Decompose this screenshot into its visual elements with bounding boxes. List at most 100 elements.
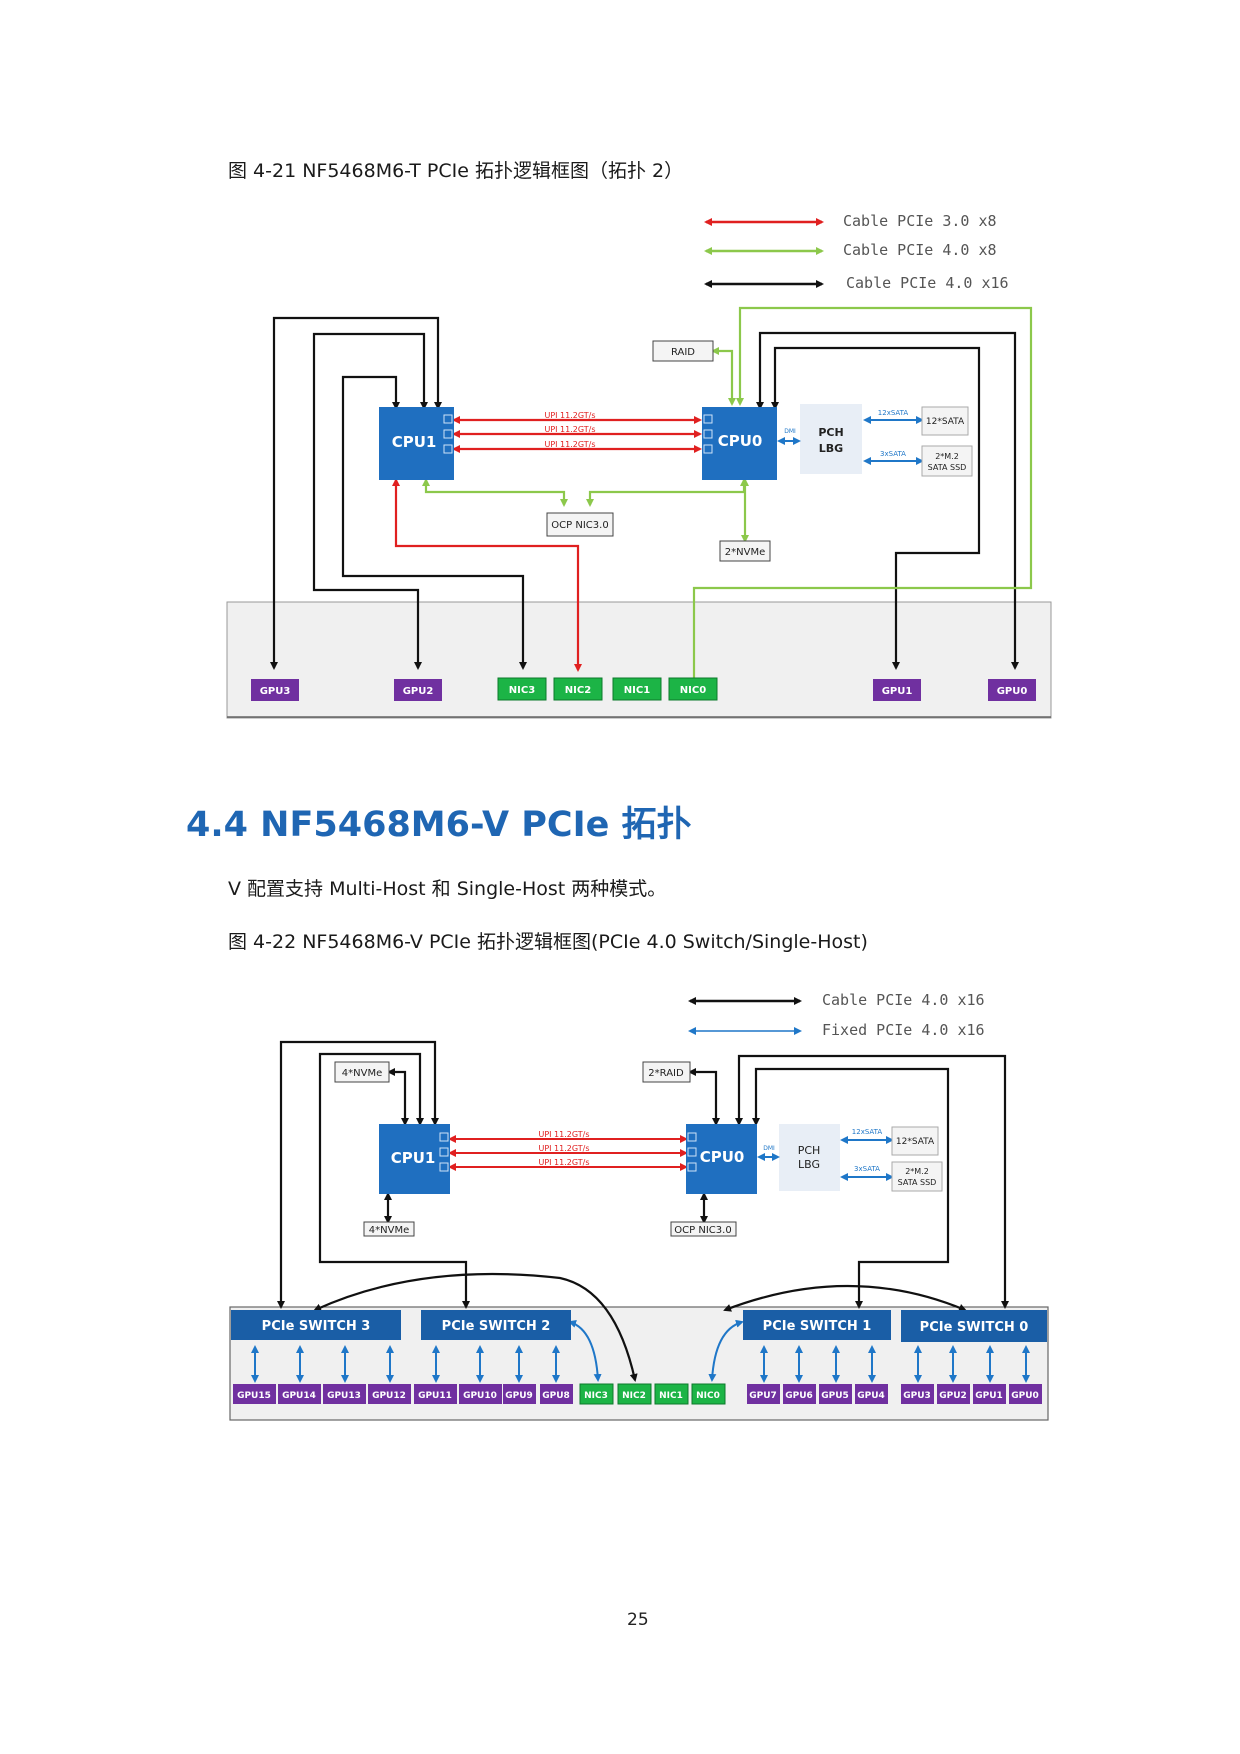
gpu-label: GPU5 (821, 1391, 849, 1401)
gpu-label: GPU13 (327, 1391, 361, 1401)
nic-label: NIC3 (584, 1391, 608, 1401)
upi-links (448, 1135, 688, 1171)
ocp-label: OCP NIC3.0 (674, 1225, 731, 1236)
cpu1-block: CPU1 (379, 1124, 450, 1194)
pch-label: PCH (798, 1144, 821, 1157)
gpu-label: GPU8 (542, 1391, 570, 1401)
legend-label: Cable PCIe 4.0 x8 (843, 241, 997, 259)
nic-label: NIC2 (565, 685, 591, 696)
upi-label: UPI 11.2GT/s (544, 440, 595, 449)
pch-box (779, 1124, 840, 1191)
legend-label: Cable PCIe 4.0 x16 (822, 991, 985, 1009)
gpu-label: GPU2 (403, 686, 434, 697)
sata-link-label: 12xSATA (878, 409, 909, 417)
cpu0-block: CPU0 (686, 1124, 757, 1194)
m2-box (921, 445, 973, 477)
raid-box (652, 340, 714, 362)
sata12-label: 12*SATA (926, 417, 965, 427)
gpu-label: GPU11 (418, 1391, 452, 1401)
figure-2-gpus-right: GPU7 GPU6 GPU5 GPU4 GPU3 GPU2 GPU1 GPU0 (747, 1384, 1042, 1404)
gpu-label: GPU2 (939, 1391, 967, 1401)
pcie-switches: PCIe SWITCH 3 PCIe SWITCH 2 PCIe SWITCH … (231, 1310, 1047, 1342)
ocp-box (546, 512, 614, 537)
cpu1-label: CPU1 (391, 1149, 436, 1167)
gpu-label: GPU3 (903, 1391, 931, 1401)
sata-link-label: 3xSATA (854, 1165, 880, 1173)
gpu-label: GPU0 (997, 686, 1028, 697)
dmi-label: DMI (784, 428, 796, 435)
switch-label: PCIe SWITCH 1 (763, 1319, 872, 1334)
gpu-label: GPU6 (785, 1391, 813, 1401)
gpu-label: GPU4 (857, 1391, 885, 1401)
pch-label: PCH (818, 426, 843, 439)
page-number: 25 (627, 1610, 649, 1630)
gpu-label: GPU9 (505, 1391, 533, 1401)
m2-label: SATA SSD (928, 463, 967, 472)
blue-links (568, 1319, 744, 1382)
upi-label: UPI 11.2GT/s (544, 425, 595, 434)
gpu-label: GPU10 (463, 1391, 497, 1401)
figure-2-legend: Cable PCIe 4.0 x16 Fixed PCIe 4.0 x16 (688, 991, 985, 1039)
cpu0-block: CPU0 (702, 407, 777, 480)
figure-2-gpus-left: GPU15 GPU14 GPU13 GPU12 GPU11 GPU10 GPU9… (233, 1384, 573, 1404)
switch-label: PCIe SWITCH 0 (920, 1320, 1029, 1335)
gpu-label: GPU7 (749, 1391, 777, 1401)
sata12-box (921, 406, 969, 436)
switch-label: PCIe SWITCH 3 (262, 1319, 371, 1334)
cpu1-block: CPU1 (379, 407, 454, 480)
figure-2-nics: NIC3 NIC2 NIC1 NIC0 (579, 1383, 726, 1405)
black-cables (277, 1040, 1009, 1382)
cpu1-label: CPU1 (392, 433, 437, 451)
switch-gpu-links (251, 1345, 1030, 1383)
cpu0-label: CPU0 (718, 432, 763, 450)
nic-label: NIC1 (624, 685, 650, 696)
legend-label: Fixed PCIe 4.0 x16 (822, 1021, 985, 1039)
nic-label: NIC2 (622, 1391, 646, 1401)
gpu-label: GPU1 (975, 1391, 1003, 1401)
pch-label: LBG (798, 1158, 820, 1171)
sata-link-label: 3xSATA (880, 450, 906, 458)
nvme-box (719, 540, 771, 562)
raid-label: 2*RAID (648, 1068, 684, 1079)
upi-label: UPI 11.2GT/s (538, 1158, 589, 1167)
figure-1-legend: Cable PCIe 3.0 x8 Cable PCIe 4.0 x8 Cabl… (704, 212, 1009, 292)
cpu0-label: CPU0 (700, 1148, 745, 1166)
sata12-label: 12*SATA (896, 1137, 935, 1147)
nvme-top-box (334, 1061, 390, 1083)
nvme-label: 4*NVMe (342, 1068, 382, 1079)
upi-label: UPI 11.2GT/s (538, 1144, 589, 1153)
ocp-label: OCP NIC3.0 (551, 520, 608, 531)
nic-label: NIC3 (509, 685, 535, 696)
m2-label: SATA SSD (898, 1178, 937, 1187)
nvme-label: 2*NVMe (725, 547, 765, 558)
dmi-label: DMI (763, 1145, 775, 1152)
nic-label: NIC0 (680, 685, 706, 696)
nvme-label: 4*NVMe (369, 1225, 409, 1236)
m2-label: 2*M.2 (905, 1167, 929, 1176)
gpu-label: GPU3 (260, 686, 291, 697)
section-body: V 配置支持 Multi-Host 和 Single-Host 两种模式。 (228, 878, 667, 900)
sata-link-label: 12xSATA (852, 1128, 883, 1136)
m2-box (891, 1161, 943, 1192)
upi-label: UPI 11.2GT/s (544, 411, 595, 420)
ocp-box (670, 1221, 737, 1237)
red-cables (392, 416, 702, 672)
switch-label: PCIe SWITCH 2 (442, 1319, 551, 1334)
raid-box (642, 1061, 691, 1083)
raid-label: RAID (671, 347, 695, 358)
legend-label: Cable PCIe 3.0 x8 (843, 212, 997, 230)
figure-1-nics: NIC3 NIC2 NIC1 NIC0 (497, 677, 718, 701)
figure-1-caption: 图 4-21 NF5468M6-T PCIe 拓扑逻辑框图（拓扑 2） (228, 160, 684, 182)
gpu-label: GPU12 (372, 1391, 406, 1401)
gpu-label: GPU15 (237, 1391, 271, 1401)
gpu-label: GPU1 (882, 686, 913, 697)
nic-label: NIC0 (696, 1391, 720, 1401)
section-heading: 4.4 NF5468M6-V PCIe 拓扑 (186, 805, 692, 845)
figure-2-caption: 图 4-22 NF5468M6-V PCIe 拓扑逻辑框图(PCIe 4.0 S… (228, 931, 868, 953)
legend-label: Cable PCIe 4.0 x16 (846, 274, 1009, 292)
upi-label: UPI 11.2GT/s (538, 1130, 589, 1139)
pch-label: LBG (819, 442, 843, 455)
nvme-bottom-box (363, 1221, 415, 1237)
